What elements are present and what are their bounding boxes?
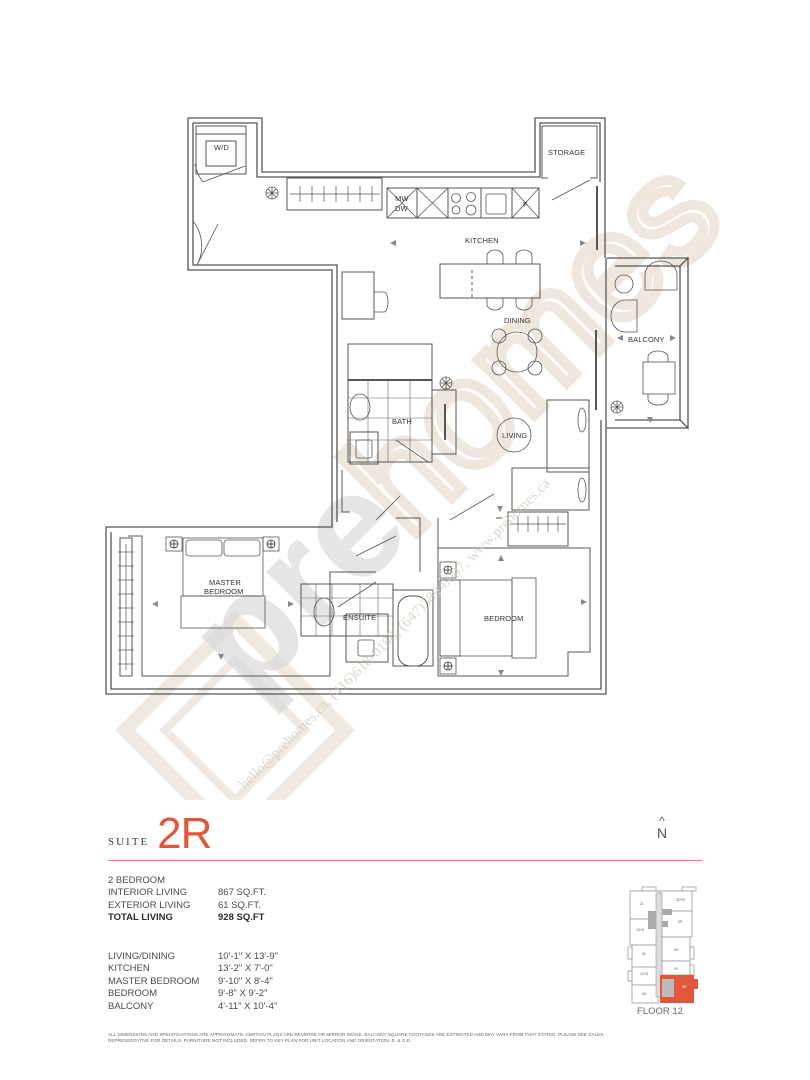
area-summary: 2 BEDROOM INTERIOR LIVING 867 SQ.FT. EXT… [108,875,266,925]
dimension-size: 13'-2" X 7'-0" [218,963,273,975]
label-dw: DW [395,204,409,213]
label-bath: BATH [392,417,412,426]
label-bedroom: BEDROOM [484,614,523,623]
summary-value: 928 SQ.FT [218,912,265,924]
exterior-walls [105,117,690,695]
light-fixture-icon [169,539,453,671]
suite-prefix: SUITE [108,832,150,849]
north-label: N [656,825,668,841]
label-living: LIVING [502,431,527,440]
dimension-room: KITCHEN [108,963,150,975]
summary-row: EXTERIOR LIVING 61 SQ.FT. [108,900,266,912]
floor-plan: pre homes [105,117,755,800]
summary-row: 2 BEDROOM [108,875,266,887]
disclaimer: ALL DIMENSIONS AND SPECIFICATIONS ARE AP… [108,1032,708,1045]
dimension-row: BEDROOM 9'-8" X 9'-2" [108,988,278,1000]
label-dining: DINING [504,316,531,325]
dimension-room: BALCONY [108,1000,154,1012]
watermark-brand: pre homes [154,121,755,722]
label-master-1: MASTER [209,578,241,587]
north-arrow-icon: ^ [659,814,665,828]
summary-label: TOTAL LIVING [108,912,173,924]
label-balcony: BALCONY [628,335,665,344]
interior-walls [119,125,598,677]
doors [192,163,598,608]
summary-value: 867 SQ.FT. [218,887,267,899]
key-unit-label: 10+D [636,928,645,932]
closet-hangers [118,186,566,670]
kitchen-appliances [386,187,540,219]
key-plan: 3I 3D+D 3P 10+D 3L 3D 12+D 1P 2D 2R [620,875,700,1005]
north-indicator: ^ N [652,814,672,841]
dimension-size: 9'-8" X 9'-2" [218,988,268,1000]
key-unit-label: 12+D [640,972,649,976]
key-unit-label: 3L [642,952,646,956]
floor-label: FLOOR 12 [637,1006,683,1017]
label-mw: MW [395,194,409,203]
label-kitchen: KITCHEN [465,236,499,245]
dimension-arrows [152,240,676,676]
summary-row: INTERIOR LIVING 867 SQ.FT. [108,887,266,899]
tile-pattern [301,380,432,636]
dimension-room: MASTER BEDROOM [108,975,200,987]
dimension-room: LIVING/DINING [108,951,176,962]
key-unit-label: 3D [674,948,679,952]
summary-label: EXTERIOR LIVING [108,899,191,911]
dimension-row: MASTER BEDROOM 9'-10" X 8'-4" [108,976,278,988]
summary-value: 61 SQ.FT. [218,899,261,911]
label-storage: STORAGE [548,148,585,157]
dimension-room: BEDROOM [108,988,158,1000]
dimension-row: KITCHEN 13'-2" X 7'-0" [108,963,278,975]
divider [108,860,702,861]
key-unit-label: 2D [642,992,647,996]
watermark-logo-icon [115,610,355,800]
key-unit-label: 3P [678,920,683,924]
summary-label: 2 BEDROOM [108,875,166,886]
furniture [165,249,678,675]
key-unit-label: 1P [674,967,679,971]
label-ensuite: ENSUITE [343,613,376,622]
suite-title: SUITE 2R [108,808,212,858]
dimension-row: LIVING/DINING 10'-1" X 13'-9" [108,951,278,963]
plant-icon [265,186,624,414]
dimension-size: 9'-10" X 8'-4" [218,975,273,987]
label-master-2: BEDROOM [204,587,243,596]
summary-label: INTERIOR LIVING [108,887,188,899]
suite-number: 2R [157,809,212,858]
summary-row-total: TOTAL LIVING 928 SQ.FT [108,912,266,924]
label-wd: W/D [214,143,229,152]
key-unit-label: 3D+D [676,898,686,902]
dimension-size: 4'-11" X 10'-4" [218,1000,278,1012]
disclaimer-line: REPRESENTATIVE FOR DETAILS. FURNITURE NO… [108,1038,412,1044]
label-fridge: F [523,200,528,209]
dimension-size: 10'-1" X 13'-9" [218,951,279,962]
key-unit-label-highlight: 2R [682,985,687,989]
room-labels: W/D STORAGE MW DW F KITCHEN DINING BALCO… [204,143,665,623]
dimension-row: BALCONY 4'-11" X 10'-4" [108,1001,278,1013]
key-unit-label: 3I [640,902,643,906]
room-dimensions: LIVING/DINING 10'-1" X 13'-9" KITCHEN 13… [108,951,278,1013]
disclaimer-line: ALL DIMENSIONS AND SPECIFICATIONS ARE AP… [108,1032,604,1037]
